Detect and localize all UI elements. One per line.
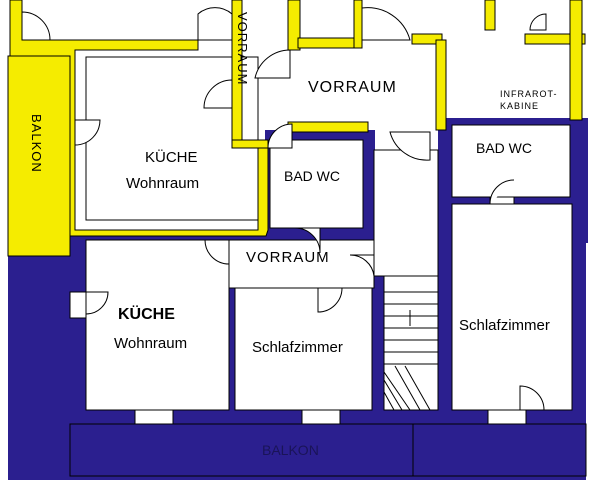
upper-wall-segment	[484, 0, 496, 31]
label-bad-wc-right: BAD WC	[476, 140, 532, 156]
balkon-bottom	[69, 423, 587, 477]
door-swing	[21, 11, 51, 41]
label-infrarot-line2: KABINE	[500, 101, 540, 111]
room-schlafzimmer-right	[451, 203, 573, 411]
label-schlafzimmer-left: Schlafzimmer	[252, 339, 343, 356]
window	[301, 409, 341, 425]
upper-doors	[21, 7, 547, 161]
staircase	[383, 291, 438, 411]
upper-wall-segment	[353, 0, 363, 49]
lower-windows	[69, 291, 527, 425]
room-stair	[383, 275, 439, 411]
upper-wall-segment	[411, 33, 443, 45]
balkon-left	[7, 55, 71, 257]
label-vorraum-top: VORRAUM	[308, 79, 397, 96]
label-kueche-top: KÜCHE	[145, 149, 198, 166]
room-schlafzimmer-left	[234, 287, 373, 411]
door-swing	[267, 123, 293, 149]
upper-wall-segment	[287, 121, 369, 133]
door-swing	[74, 119, 101, 146]
window	[487, 409, 527, 425]
label-vorraum-lower: VORRAUM	[246, 249, 330, 266]
lower-doors	[85, 179, 545, 411]
door-swing	[197, 7, 233, 41]
room-bad-wc-center	[269, 139, 364, 229]
door-swing	[389, 131, 431, 161]
door-swing	[519, 385, 545, 411]
lower-rooms	[85, 124, 573, 411]
label-balkon-left: BALKON	[29, 114, 44, 173]
upper-wall-segment	[435, 39, 447, 131]
room-kueche-wohnraum-lower	[85, 239, 230, 411]
window	[134, 409, 174, 425]
door-swing	[349, 254, 375, 277]
room-corridor	[373, 149, 439, 277]
upper-wall-segment	[231, 139, 269, 149]
upper-wall-segment	[287, 0, 301, 51]
door-swing	[85, 291, 109, 315]
door-swing	[361, 7, 411, 41]
label-wohnraum-top: Wohnraum	[126, 175, 200, 192]
room-bad-wc-right	[451, 124, 571, 198]
door-swing	[204, 239, 230, 265]
label-vorraum-vertical: VORRAUM	[235, 12, 250, 86]
door-swing	[489, 179, 515, 205]
upper-wall-segment	[524, 33, 586, 45]
door-swing	[294, 227, 321, 254]
label-infrarot-line1: INFRAROT-	[500, 89, 558, 99]
label-schlafzimmer-right: Schlafzimmer	[459, 317, 550, 334]
upper-wall-segment	[569, 0, 583, 121]
label-kueche-bottom: KÜCHE	[118, 306, 175, 323]
label-wohnraum-bottom: Wohnraum	[114, 335, 188, 352]
upper-wall-segment	[297, 37, 359, 49]
door-swing	[254, 49, 291, 79]
door-swing	[529, 13, 547, 31]
label-bad-wc-center: BAD WC	[284, 168, 340, 184]
door-swing	[203, 79, 233, 109]
window	[69, 291, 87, 319]
label-balkon-bottom: BALKON	[262, 442, 319, 458]
upper-apartment	[7, 0, 586, 257]
door-swing	[317, 287, 343, 313]
